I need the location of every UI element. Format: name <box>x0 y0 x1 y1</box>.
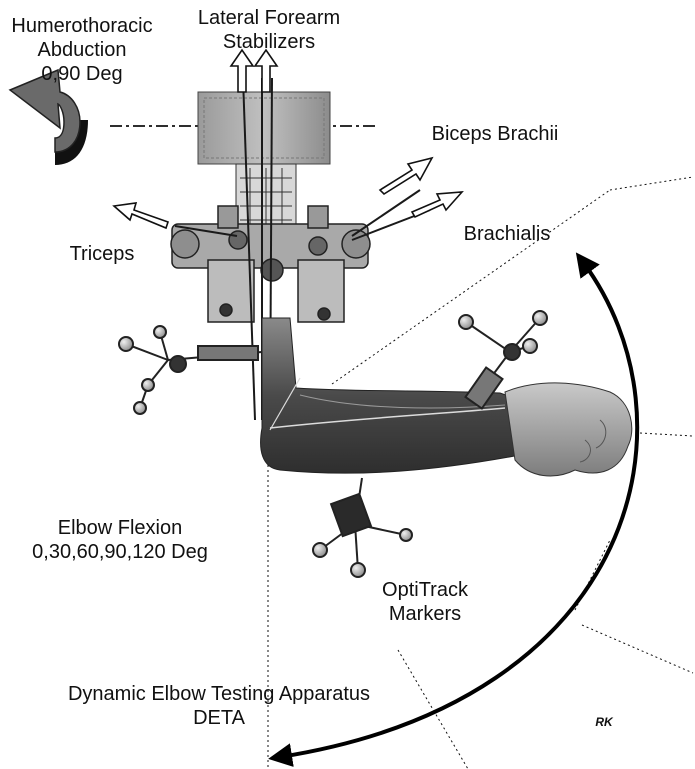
forearm <box>260 317 521 474</box>
stabilizer-arrow-icon <box>229 48 255 93</box>
muscle-force-arrows <box>112 48 464 230</box>
abduction-curved-arrow-icon <box>8 68 88 165</box>
label-line: 0,30,60,90,120 Deg <box>32 541 208 563</box>
marker-ball <box>118 336 134 352</box>
label-line: Lateral Forearm <box>197 7 341 29</box>
label-apparatus: Dynamic Elbow Testing Apparatus DETA <box>44 682 394 730</box>
marker-ball <box>458 314 474 330</box>
label-line: DETA <box>193 707 245 729</box>
brachialis-arrow-icon <box>410 191 464 219</box>
label-line: Humerothoracic <box>11 15 153 37</box>
label-line: Markers <box>388 603 462 625</box>
flexion-line-upper <box>609 176 694 191</box>
stabilizer-arrow-icon <box>253 48 279 93</box>
flexion-line-mid <box>574 539 611 611</box>
label-humerothoracic-abduction: Humerothoracic Abduction 0,90 Deg <box>2 14 162 86</box>
triceps-arrow-icon <box>112 202 170 230</box>
label-biceps-brachii: Biceps Brachii <box>431 123 559 145</box>
hand <box>504 382 633 477</box>
marker-ball <box>522 338 538 354</box>
label-line: Abduction <box>37 39 127 61</box>
label-line: 0,90 Deg <box>41 63 123 85</box>
label-line: OptiTrack <box>382 579 468 601</box>
label-line: Stabilizers <box>222 31 316 53</box>
label-line: Dynamic Elbow Testing Apparatus <box>67 683 370 705</box>
marker-ball <box>350 562 366 578</box>
biceps-arrow-icon <box>378 156 434 196</box>
label-line: Elbow Flexion <box>57 517 183 539</box>
marker-ball <box>133 401 147 415</box>
flexion-line-120 <box>581 624 694 674</box>
label-brachialis: Brachialis <box>463 223 551 245</box>
label-optitrack-markers: OptiTrack Markers <box>370 578 480 626</box>
flexion-line-lower <box>397 649 469 769</box>
flexion-line-30 <box>331 189 611 385</box>
author-signature: RK <box>595 715 613 729</box>
marker-ball <box>141 378 155 392</box>
flexion-line-90 <box>639 432 694 437</box>
label-lateral-forearm-stabilizers: Lateral Forearm Stabilizers <box>184 6 354 54</box>
marker-ball <box>399 528 413 542</box>
marker-ball <box>532 310 548 326</box>
upper-arm-sleeve <box>197 91 331 165</box>
label-triceps: Triceps <box>69 243 135 265</box>
label-elbow-flexion: Elbow Flexion 0,30,60,90,120 Deg <box>20 516 220 564</box>
optitrack-marker-clusters <box>118 310 548 578</box>
marker-ball <box>153 325 167 339</box>
elbow-flexion-arc-arrow <box>268 252 640 767</box>
marker-ball <box>312 542 328 558</box>
